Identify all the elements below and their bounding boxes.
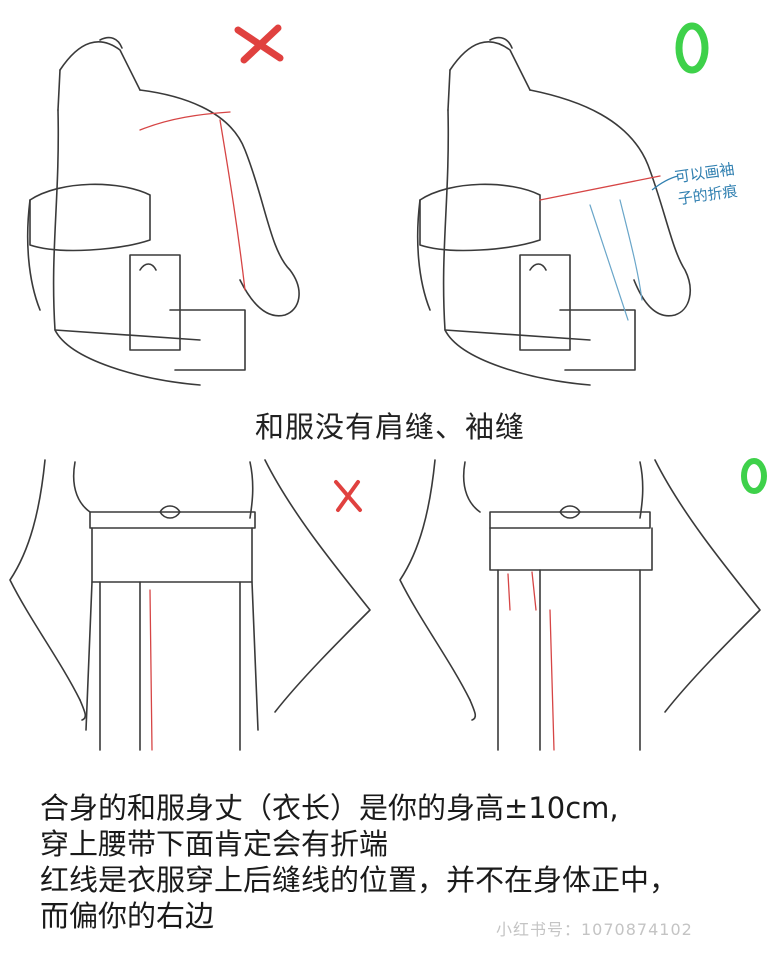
note-line-2: 穿上腰带下面肯定会有折端 (40, 826, 760, 862)
note-line-1: 合身的和服身丈（衣长）是你的身高±10cm, (40, 790, 760, 826)
panel-bottom-right-correct (390, 450, 780, 770)
wrong-cross-mark-top (232, 22, 286, 68)
correct-circle-mark-bottom (738, 454, 770, 502)
panel-top-left-wrong (0, 0, 390, 400)
kimono-back-wrong-illustration (0, 0, 390, 400)
watermark: 小红书号：1070874102 (496, 916, 693, 940)
top-caption: 和服没有肩缝、袖缝 (0, 404, 780, 446)
wrong-cross-mark-bottom (330, 476, 366, 520)
correct-circle-mark-top (672, 18, 712, 82)
note-line-3: 红线是衣服穿上后缝线的位置，并不在身体正中， (40, 862, 760, 898)
fitting-notes: 合身的和服身丈（衣长）是你的身高±10cm, 穿上腰带下面肯定会有折端 红线是衣… (40, 790, 760, 934)
kimono-front-correct-illustration (390, 450, 780, 770)
